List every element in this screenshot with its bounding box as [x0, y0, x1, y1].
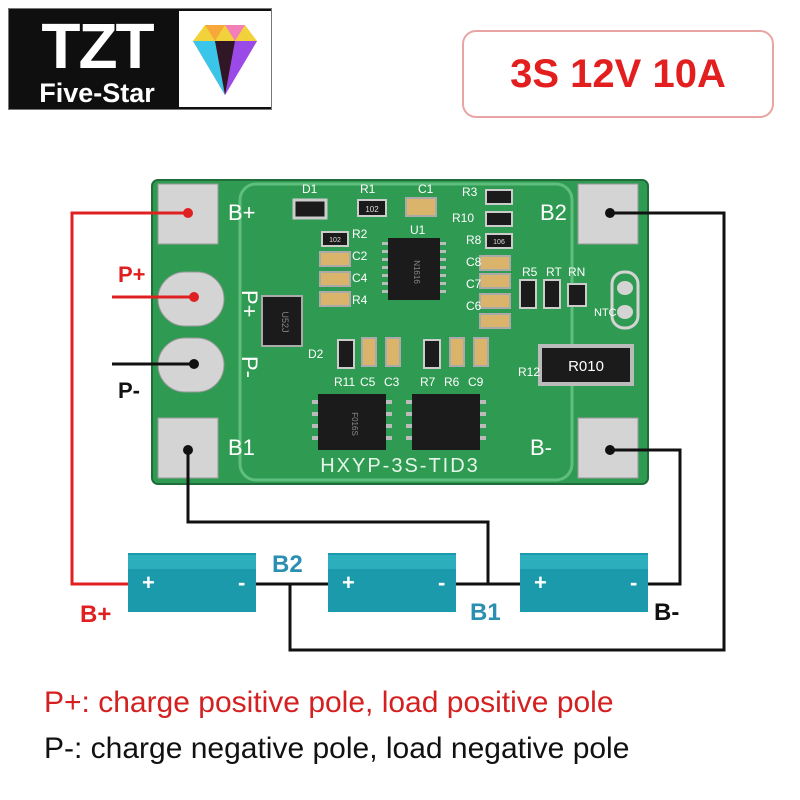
pcb-board [151, 179, 649, 485]
designator: U1 [410, 223, 426, 237]
shunt-resistor [538, 344, 634, 386]
battery-minus-sign: - [438, 570, 445, 595]
designator: R5 [522, 265, 538, 279]
mosfet-left-marking: F016S [350, 412, 359, 436]
ic-marking: N1616 [412, 260, 421, 284]
ntc-pads [610, 270, 640, 330]
diode-d2 [261, 295, 303, 347]
battery-minus-sign: - [238, 570, 245, 595]
designator: C6 [466, 299, 482, 313]
battery-minus-sign: - [630, 570, 637, 595]
resistor-r1 [357, 199, 387, 217]
designator: R6 [444, 375, 460, 389]
mosfet-right [412, 394, 480, 450]
silk-b-minus: B- [530, 435, 552, 460]
shunt-marking: R010 [568, 358, 604, 375]
r2-marking: 102 [329, 237, 341, 244]
spec-badge: 3S 12V 10A [462, 30, 774, 118]
controller-ic [388, 238, 440, 300]
silk-b-plus: B+ [228, 200, 256, 225]
designator: R2 [352, 227, 368, 241]
designator: C1 [418, 182, 434, 196]
designator: C7 [466, 277, 482, 291]
silk-p-minus: P- [237, 356, 262, 378]
designator: C3 [384, 375, 400, 389]
label-b-plus: B+ [80, 601, 111, 628]
pcb-silk-outline [238, 182, 574, 482]
note-negative: P-: charge negative pole, load negative … [44, 732, 630, 765]
mosfet-left [318, 394, 386, 450]
designator: R3 [462, 185, 478, 199]
label-p-plus: P+ [118, 262, 146, 287]
wire-b1 [186, 450, 490, 584]
designator: R4 [352, 293, 368, 307]
r8-marking: 106 [493, 239, 505, 246]
silk-b2: B2 [540, 200, 567, 225]
wire-b-plus [70, 211, 188, 586]
designator: R8 [466, 233, 482, 247]
logo-name: TZT [41, 10, 154, 82]
board-model: HXYP-3S-TID3 [320, 455, 480, 477]
diamond-icon [193, 25, 257, 95]
designator: R11 [334, 375, 355, 389]
designator: D1 [302, 182, 318, 196]
designator: RT [546, 265, 562, 279]
designator: RN [568, 265, 585, 279]
battery-cell-3: + - [520, 553, 648, 612]
wire-dots [183, 208, 615, 455]
designator: NTC [594, 307, 617, 319]
label-b-minus: B- [654, 599, 679, 626]
silk-b1: B1 [228, 435, 255, 460]
wires [70, 211, 726, 652]
battery-plus-sign: + [534, 570, 547, 595]
designator: C8 [466, 255, 482, 269]
battery-cell-1: + - [128, 553, 256, 612]
logo-gem-panel [179, 11, 271, 107]
battery-plus-sign: + [342, 570, 355, 595]
diode-marking: U52J [280, 311, 290, 332]
brand-logo: TZT Five-Star [8, 8, 272, 110]
label-b1: B1 [470, 599, 501, 626]
designator: R1 [360, 182, 376, 196]
note-positive: P+: charge positive pole, load positive … [44, 686, 614, 719]
designator: C2 [352, 249, 368, 263]
battery-cell-2: + - [328, 553, 456, 612]
designator: C4 [352, 271, 368, 285]
wire-b-minus [610, 448, 682, 586]
silk-p-plus: P+ [237, 290, 262, 318]
designator: C5 [360, 375, 376, 389]
designator: R7 [420, 375, 436, 389]
designator: R12 [518, 365, 540, 379]
r1-marking: 102 [365, 205, 379, 214]
label-b2: B2 [272, 551, 303, 578]
designator: D2 [308, 347, 324, 361]
logo-tagline: Five-Star [39, 78, 155, 108]
pcb-components: N1616 F016S U52J R010 102 102 106 [261, 189, 640, 450]
designator: R10 [452, 211, 474, 225]
label-p-minus: P- [118, 378, 140, 403]
pcb-designators: D1 R1 C1 R3 R10 R8 U1 R2 C2 C4 R4 C8 C7 … [302, 182, 617, 389]
designator: C9 [468, 375, 484, 389]
diode-d1 [292, 198, 328, 220]
battery-plus-sign: + [142, 570, 155, 595]
